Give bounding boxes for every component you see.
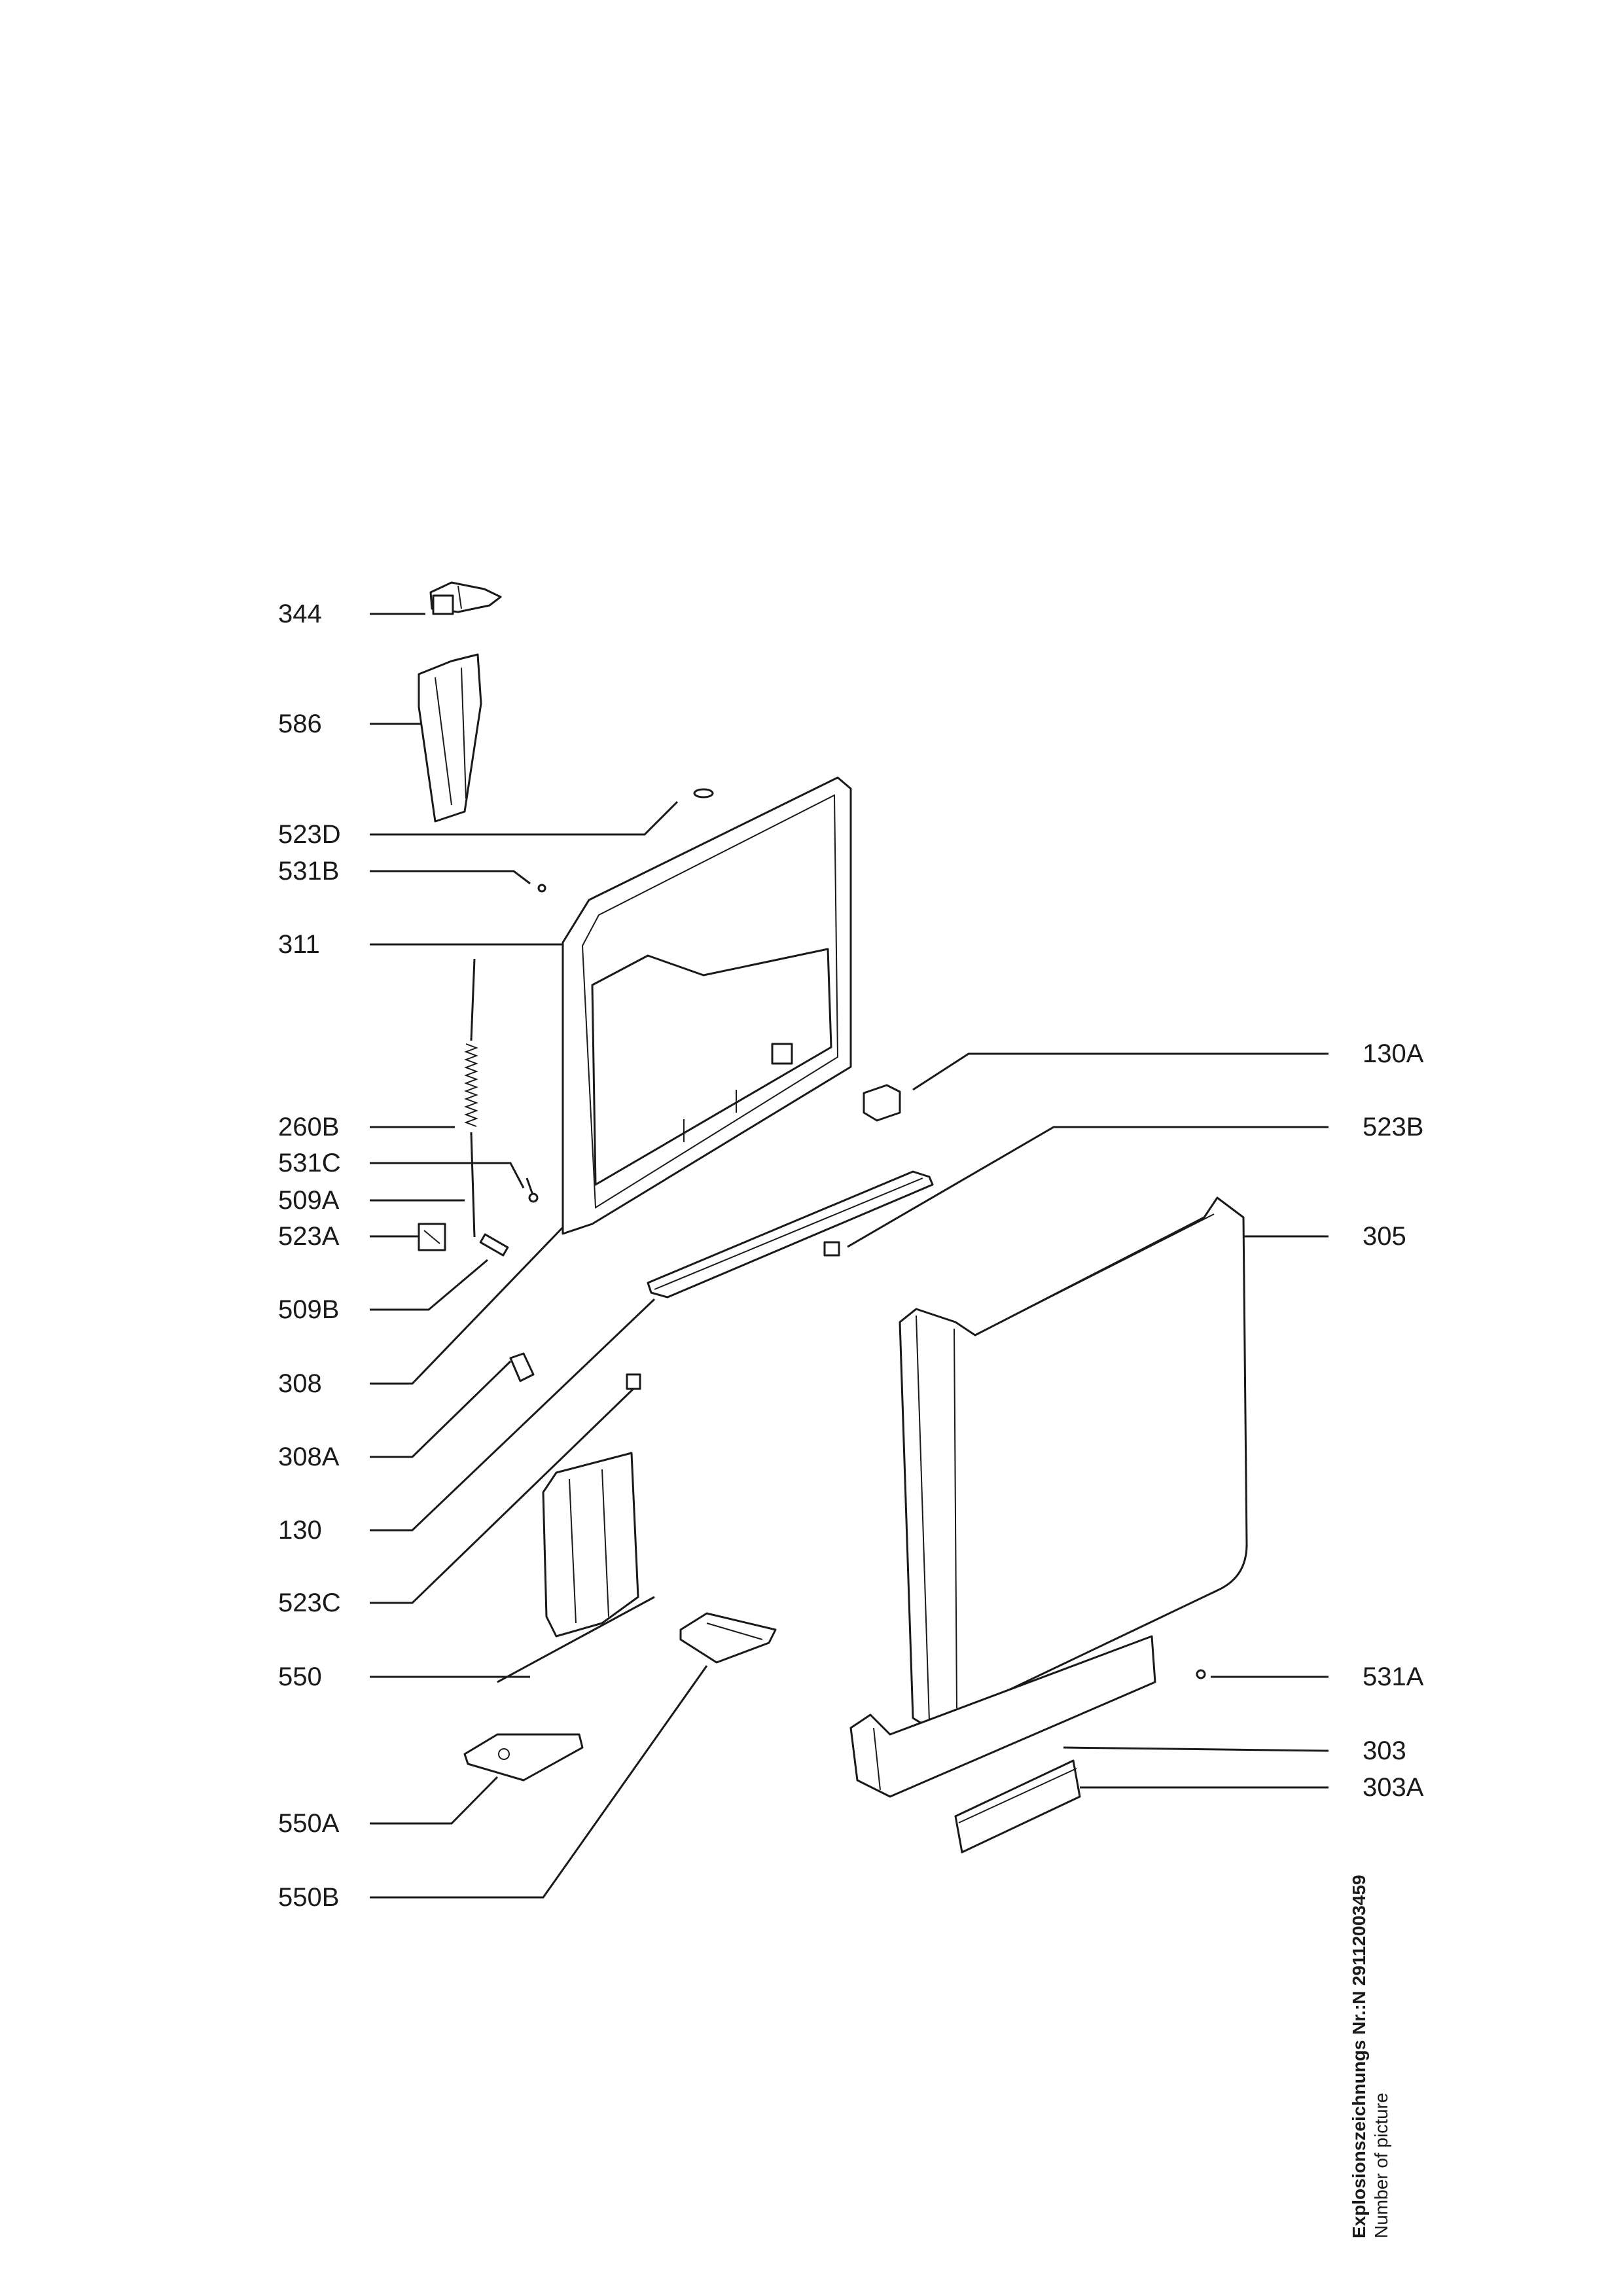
- callout-303A: 303A: [1363, 1773, 1424, 1802]
- part-523A-block: [418, 1223, 446, 1251]
- callout-509A: 509A: [278, 1186, 340, 1215]
- callout-130: 130: [278, 1516, 322, 1545]
- drawing-number-caption: Explosionszeichnungs Nr.:N 29112003459 N…: [1348, 1874, 1393, 2238]
- callout-531B: 531B: [278, 857, 340, 886]
- callout-130A: 130A: [1363, 1039, 1424, 1068]
- part-311-inner-door: [562, 776, 852, 1235]
- callout-344: 344: [278, 600, 322, 628]
- part-523B-clip: [823, 1241, 840, 1257]
- part-308A-bracket: [509, 1352, 535, 1382]
- leader-lines: [370, 613, 1329, 1899]
- callout-531A: 531A: [1363, 1662, 1424, 1691]
- part-550A-plate: [463, 1733, 584, 1782]
- part-130-rail: [647, 1170, 934, 1299]
- part-531C-screw: [526, 1177, 539, 1203]
- callout-303: 303: [1363, 1736, 1406, 1765]
- part-531A-screw: [1196, 1669, 1206, 1679]
- callout-586: 586: [278, 709, 322, 738]
- callout-523D: 523D: [278, 820, 341, 849]
- part-531B-screw: [537, 884, 546, 893]
- callout-308: 308: [278, 1369, 322, 1398]
- part-523C-clip: [626, 1373, 641, 1390]
- callout-260B: 260B: [278, 1113, 340, 1141]
- part-523D-clip: [693, 788, 714, 798]
- caption-number-of-picture: Number of picture: [1371, 2092, 1391, 2238]
- callout-311: 311: [278, 930, 320, 959]
- callout-305: 305: [1363, 1222, 1406, 1251]
- callout-509B: 509B: [278, 1295, 340, 1324]
- part-509B-pin: [479, 1233, 509, 1257]
- callout-308A: 308A: [278, 1443, 340, 1471]
- part-550B-plate: [679, 1612, 777, 1664]
- part-344-latch: [429, 581, 502, 615]
- caption-drawing-number: Explosionszeichnungs Nr.:N 29112003459: [1349, 1874, 1369, 2238]
- callout-550A: 550A: [278, 1809, 340, 1838]
- callout-523B: 523B: [1363, 1113, 1424, 1141]
- callout-531C: 531C: [278, 1149, 341, 1177]
- part-305-outer-panel: [899, 1196, 1248, 1729]
- callout-523C: 523C: [278, 1588, 341, 1617]
- part-130A-cap: [863, 1084, 901, 1122]
- part-550-hinge: [497, 1452, 655, 1683]
- callout-550: 550: [278, 1662, 322, 1691]
- part-303A-strip: [954, 1759, 1081, 1854]
- part-260B-spring: [464, 958, 478, 1238]
- part-586-bracket: [418, 653, 482, 823]
- callout-550B: 550B: [278, 1883, 340, 1912]
- callout-523A: 523A: [278, 1222, 340, 1251]
- part-303-trim: [849, 1635, 1156, 1798]
